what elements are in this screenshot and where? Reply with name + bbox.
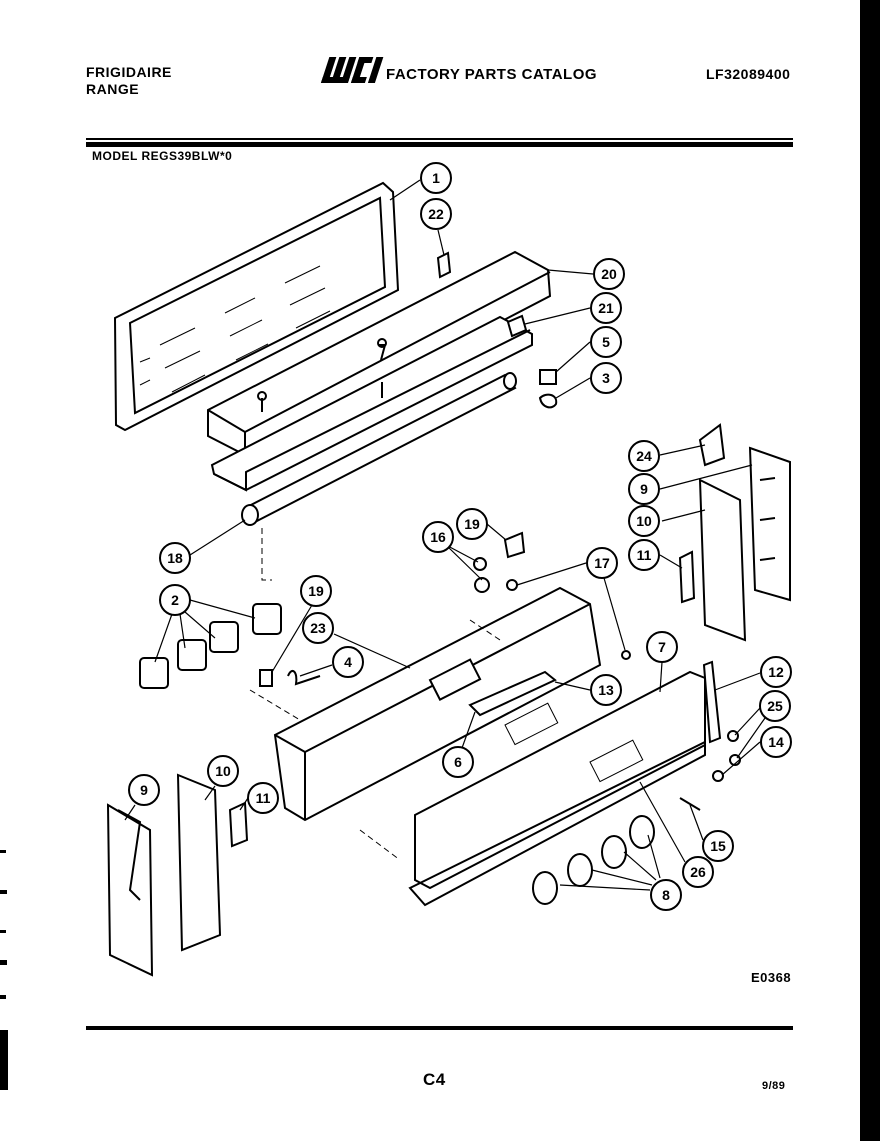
product-type: RANGE	[86, 81, 140, 97]
svg-text:3: 3	[602, 370, 610, 386]
svg-text:21: 21	[598, 300, 614, 316]
svg-text:11: 11	[637, 547, 652, 563]
callout-15: 15	[689, 804, 734, 862]
callout-20: 20	[547, 258, 625, 290]
part-left-brackets	[106, 773, 249, 977]
header-rule-thick	[86, 142, 793, 147]
part-screws	[257, 338, 387, 412]
callout-1: 1	[389, 162, 452, 201]
part-front-knobs	[532, 815, 655, 905]
svg-text:14: 14	[768, 734, 784, 750]
part-switch	[287, 669, 321, 686]
svg-text:8: 8	[662, 887, 670, 903]
part-control-overlay	[408, 670, 706, 907]
callout-23: 23	[302, 612, 411, 669]
svg-text:4: 4	[344, 654, 352, 670]
svg-text:9: 9	[640, 481, 648, 497]
svg-text:12: 12	[768, 664, 784, 680]
svg-text:22: 22	[428, 206, 444, 222]
callout-26: 26	[639, 781, 714, 888]
catalog-number: LF32089400	[706, 66, 791, 82]
svg-text:19: 19	[464, 516, 480, 532]
callout-11-lower: 11	[239, 782, 279, 814]
model-number: MODEL REGS39BLW*0	[92, 149, 233, 163]
svg-text:1: 1	[432, 170, 440, 186]
callout-3: 3	[555, 362, 622, 399]
callout-25: 25	[734, 690, 791, 759]
callout-9-lower: 9	[124, 774, 160, 821]
brand-block: FRIGIDAIRE RANGE	[86, 64, 172, 98]
callout-21: 21	[524, 292, 622, 325]
part-lampholders	[506, 314, 558, 409]
print-date: 9/89	[762, 1080, 786, 1092]
drawing-code: E0368	[751, 970, 792, 985]
callout-19-upper: 19	[456, 508, 507, 541]
callout-2: 2	[154, 584, 256, 663]
assembly-lines	[249, 619, 501, 861]
part-small-hardware	[473, 531, 631, 660]
page-number: C4	[423, 1070, 446, 1089]
svg-text:19: 19	[308, 583, 324, 599]
svg-text:20: 20	[601, 266, 617, 282]
svg-text:6: 6	[454, 754, 462, 770]
header-rule-thin	[86, 138, 793, 140]
callout-12: 12	[714, 656, 792, 691]
part-control-panel	[273, 586, 602, 822]
wci-logo	[320, 57, 384, 83]
callout-10-lower: 10	[204, 755, 239, 801]
svg-text:23: 23	[310, 620, 326, 636]
svg-text:7: 7	[658, 639, 666, 655]
callout-5: 5	[555, 326, 622, 373]
brand-name: FRIGIDAIRE	[86, 64, 172, 80]
catalog-page: FRIGIDAIRE RANGE FACTORY PARTS CATALOG L…	[0, 0, 860, 1141]
part-clip	[436, 251, 452, 279]
exploded-parts-diagram: 1 22 20 21 5 3 24 9 10 11 18 16 19 17 2 …	[106, 162, 792, 977]
svg-text:2: 2	[171, 592, 179, 608]
callout-10-upper: 10	[628, 505, 706, 537]
callout-17: 17	[516, 547, 626, 651]
part-trim-strip	[679, 660, 741, 811]
svg-text:5: 5	[602, 334, 610, 350]
footer-rule	[86, 1026, 793, 1030]
callout-18: 18	[159, 519, 246, 574]
svg-text:9: 9	[140, 782, 148, 798]
callout-24: 24	[628, 440, 706, 472]
svg-text:10: 10	[215, 763, 231, 779]
svg-text:18: 18	[167, 550, 183, 566]
part-glass-panel	[113, 181, 400, 432]
callout-6: 6	[442, 711, 476, 778]
svg-text:15: 15	[710, 838, 726, 854]
part-top-channel	[207, 250, 552, 492]
svg-text:16: 16	[430, 529, 446, 545]
svg-text:24: 24	[636, 448, 652, 464]
svg-text:26: 26	[690, 864, 706, 880]
callout-13: 13	[554, 674, 622, 706]
svg-text:11: 11	[256, 790, 271, 806]
callout-16: 16	[422, 521, 483, 581]
part-right-brackets	[678, 423, 791, 642]
catalog-title: FACTORY PARTS CATALOG	[386, 66, 598, 83]
callout-4: 4	[299, 646, 364, 678]
svg-text:25: 25	[767, 698, 783, 714]
callout-14: 14	[721, 726, 792, 776]
callout-8: 8	[559, 834, 682, 911]
callout-7: 7	[646, 631, 678, 693]
part-fluorescent-tube	[241, 372, 517, 581]
scan-edge-artifact	[0, 850, 8, 1090]
callout-22: 22	[420, 198, 452, 256]
svg-text:10: 10	[636, 513, 652, 529]
svg-text:13: 13	[598, 682, 614, 698]
callout-19-lower: 19	[271, 575, 332, 673]
callout-9-upper: 9	[628, 464, 753, 505]
svg-text:17: 17	[594, 555, 610, 571]
callout-11-upper: 11	[628, 539, 683, 571]
